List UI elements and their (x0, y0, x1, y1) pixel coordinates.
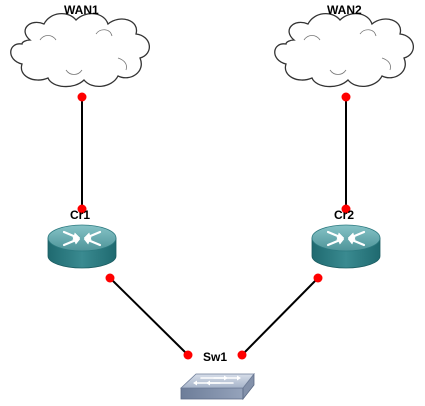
label-sw1: Sw1 (203, 350, 228, 364)
link-cr1-sw1[interactable] (109, 277, 189, 356)
cloud-icon[interactable] (274, 13, 414, 88)
link-cr2-sw1[interactable] (241, 277, 319, 356)
label-cr1: Cr1 (70, 208, 91, 222)
router-icon[interactable] (47, 224, 117, 269)
port-dot-wan2 (341, 92, 351, 102)
port-dot-sw1-left (183, 350, 193, 360)
port-dot-cr2-wan (341, 204, 351, 214)
cloud-icon[interactable] (10, 13, 150, 88)
port-dot-sw1-right (237, 350, 247, 360)
label-wan2: WAN2 (327, 3, 362, 17)
port-indicators (77, 92, 351, 360)
switch-icon[interactable] (179, 372, 255, 401)
port-dot-cr2-lan (313, 273, 323, 283)
links (81, 97, 347, 356)
router-icon[interactable] (311, 224, 381, 269)
port-dot-cr1-wan (77, 204, 87, 214)
port-dot-wan1 (77, 92, 87, 102)
port-dot-cr1-lan (105, 273, 115, 283)
label-cr2: Cr2 (334, 208, 355, 222)
label-wan1: WAN1 (64, 3, 99, 17)
